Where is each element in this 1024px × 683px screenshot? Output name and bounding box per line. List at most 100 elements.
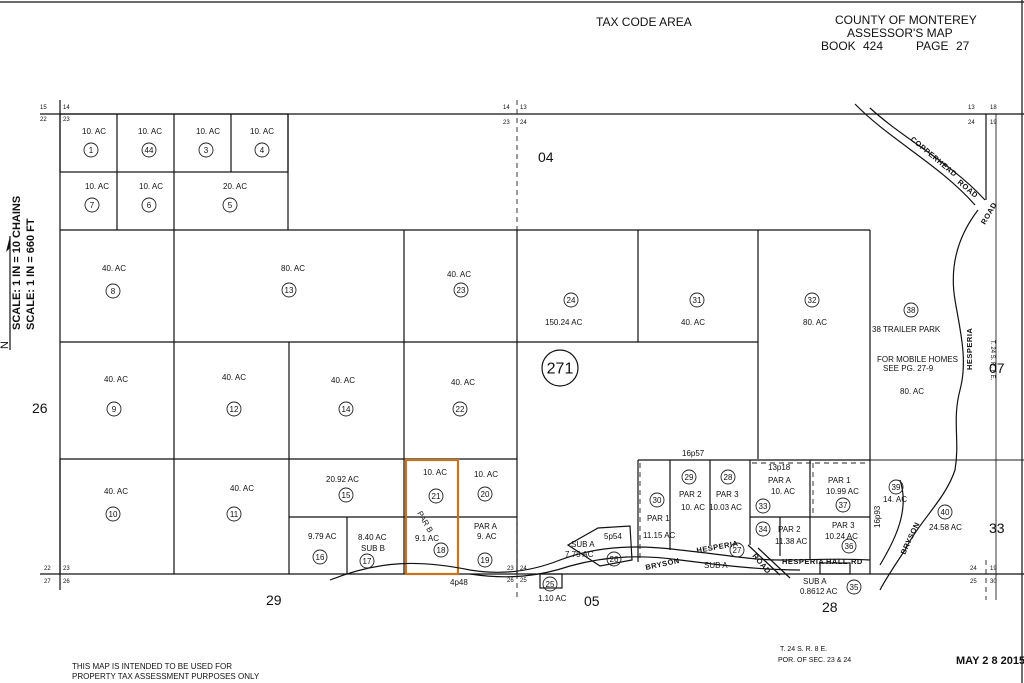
parcel-acres: 10. AC [474, 470, 498, 479]
parcel-5[interactable]: 520. AC [222, 182, 247, 213]
parcel-16[interactable]: 169.79 AC [308, 532, 337, 565]
parcel-acres: 0.8612 AC [800, 587, 838, 596]
parcel-acres: 10. AC [771, 487, 795, 496]
parcel-par: PAR 1 [647, 514, 670, 523]
parcel-number-circle [606, 551, 622, 567]
corner-26b: 26 [507, 578, 514, 584]
parcel-25[interactable]: 251.10 AC [538, 576, 567, 603]
parcel-number: 24 [567, 296, 576, 305]
parcel-number: 36 [845, 542, 854, 551]
parcel-acres: 10. AC [423, 468, 447, 477]
parcel-number-circle [105, 506, 121, 522]
parcel-number-circle [452, 401, 468, 417]
parcel-number-circle [84, 197, 100, 213]
parcel-1[interactable]: 1 10. AC [82, 127, 106, 158]
road-rd: RD [851, 557, 863, 566]
parcel-line1: 38 TRAILER PARK [872, 325, 941, 334]
hesperia-road-vertical [879, 209, 979, 591]
parcel-acres: 1.10 AC [538, 594, 567, 603]
corner-23a: 23 [63, 117, 70, 123]
parcel-4[interactable]: 410. AC [250, 127, 274, 158]
highlighted-parcel[interactable] [404, 458, 460, 576]
parcel-acres: 10.24 AC [825, 532, 858, 541]
bryson-hesperia-road-south [469, 556, 801, 578]
corner-23d: 23 [507, 566, 514, 572]
parcel-21[interactable]: 21 10. AC [423, 468, 447, 504]
parcel-6[interactable]: 610. AC [139, 182, 163, 213]
parcel-acres: 10. AC [82, 127, 106, 136]
parcel-acres: 20.92 AC [326, 475, 359, 484]
parcel-number: 1 [89, 146, 94, 155]
parcel-number-circle [835, 497, 851, 513]
parcel-acres: 10.99 AC [826, 487, 859, 496]
parcel-number-circle [141, 142, 157, 158]
copperhead-road-edge-1 [854, 103, 976, 206]
parcel-number: 7 [90, 201, 95, 210]
parcel-ref: 5p54 [604, 532, 622, 541]
ref-16p93: 16p93 [873, 505, 882, 528]
road-label-3: ROAD [750, 552, 772, 576]
parcel-number: 28 [724, 473, 733, 482]
footer-portion: POR. OF SEC. 23 & 24 [778, 657, 851, 664]
corner-30: 30 [990, 579, 997, 585]
parcel-line2: FOR MOBILE HOMES [877, 355, 958, 364]
corner-23c: 23 [63, 566, 70, 572]
parcel-acres: 10. AC [85, 182, 109, 191]
road-bryson-2: BRYSON [899, 520, 922, 555]
parcel-acres: 20. AC [223, 182, 247, 191]
parcel-par-b-label: PAR B [415, 510, 435, 535]
parcel-3[interactable]: 310. AC [196, 127, 220, 158]
parcel-number-circle [83, 142, 99, 158]
sub-a-35-box [819, 562, 851, 575]
parcel-par: PAR A [474, 522, 498, 531]
corner-24c: 24 [520, 566, 527, 572]
parcel-number-circle [359, 553, 375, 569]
parcel-number: 26 [610, 555, 619, 564]
parcel-number: 21 [432, 492, 441, 501]
parcel-8[interactable]: 840. AC [102, 264, 126, 299]
parcel-number-circle [453, 282, 469, 298]
parcel-number: 31 [693, 296, 702, 305]
parcel-number-circle [226, 506, 242, 522]
big-parcel-circle [541, 349, 579, 387]
parcel-acres: 40. AC [451, 378, 475, 387]
parcel-9[interactable]: 940. AC [104, 375, 128, 417]
parcel-7[interactable]: 7 10. AC [84, 182, 109, 213]
parcel-number-circle [903, 302, 919, 318]
parcel-acres: 80. AC [803, 318, 827, 327]
corner-26a: 26 [63, 579, 70, 585]
corner-15: 15 [40, 105, 47, 111]
parcel-18[interactable]: 189.1 AC [415, 534, 449, 558]
parcel-number: 13 [285, 286, 294, 295]
corner-24d: 24 [970, 566, 977, 572]
